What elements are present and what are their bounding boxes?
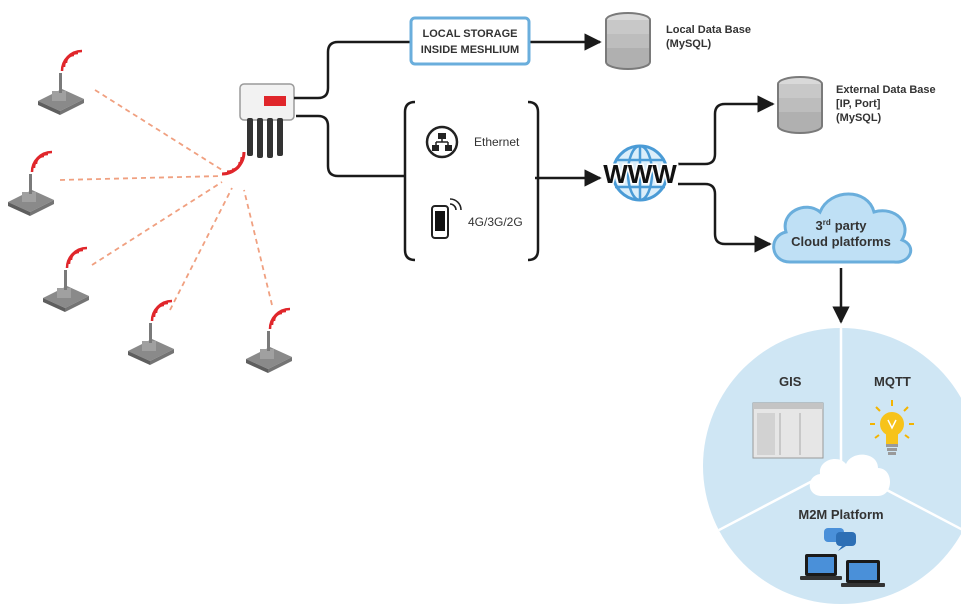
signal-waves-icon (150, 299, 174, 323)
signal-waves-icon (60, 49, 84, 73)
local-database: Local Data Base (MySQL) (605, 12, 751, 70)
radio-links (59, 89, 273, 311)
platforms-circle: GIS MQTT M (703, 328, 961, 604)
gis-label: GIS (779, 374, 802, 389)
sensor-node (8, 150, 54, 216)
cellular-label: 4G/3G/2G (468, 215, 523, 229)
connectivity-bracket: Ethernet 4G/3G/2G (403, 100, 540, 262)
gis-window-icon (752, 402, 824, 459)
www-label: WWW (603, 159, 677, 189)
m2m-label: M2M Platform (798, 507, 883, 522)
cloud-suffix: rd (823, 218, 831, 227)
mqtt-label: MQTT (874, 374, 911, 389)
ethernet-icon (425, 125, 459, 159)
cloud-icon (772, 192, 913, 264)
local-storage-box: LOCAL STORAGE INSIDE MESHLIUM (409, 16, 531, 66)
database-icon (605, 12, 651, 70)
external-database: External Data Base [IP, Port] (MySQL) (777, 76, 936, 134)
database-icon (777, 76, 823, 134)
sensor-node (43, 246, 89, 312)
external-db-address: [IP, Port] (836, 98, 881, 110)
external-db-label: External Data Base (836, 84, 936, 96)
sensor-node (38, 49, 84, 115)
ethernet-label: Ethernet (474, 135, 520, 149)
laptop-icon (800, 554, 842, 580)
local-storage-line2: INSIDE MESHLIUM (421, 44, 519, 56)
chat-bubbles-icon (824, 528, 856, 551)
cloud-word: party (835, 218, 868, 233)
sensor-node (246, 307, 292, 373)
laptop-icon (841, 560, 885, 587)
signal-waves-icon (65, 246, 89, 270)
lightbulb-icon (870, 400, 914, 455)
www-globe: WWW (602, 144, 679, 202)
cloud-number: 3 (815, 218, 822, 233)
local-storage-line1: LOCAL STORAGE (423, 28, 518, 40)
connectors (294, 33, 850, 324)
signal-waves-icon (268, 307, 292, 331)
mobile-phone-icon (431, 198, 462, 239)
local-db-label: Local Data Base (666, 24, 751, 36)
local-db-type: (MySQL) (666, 38, 712, 50)
gateway-waves-icon (221, 151, 246, 176)
meshlium-gateway (221, 83, 295, 176)
signal-waves-icon (30, 150, 54, 174)
cloud-label: Cloud platforms (791, 234, 891, 249)
cloud-icon (809, 454, 890, 496)
sensor-node (128, 299, 174, 365)
external-db-type: (MySQL) (836, 112, 882, 124)
